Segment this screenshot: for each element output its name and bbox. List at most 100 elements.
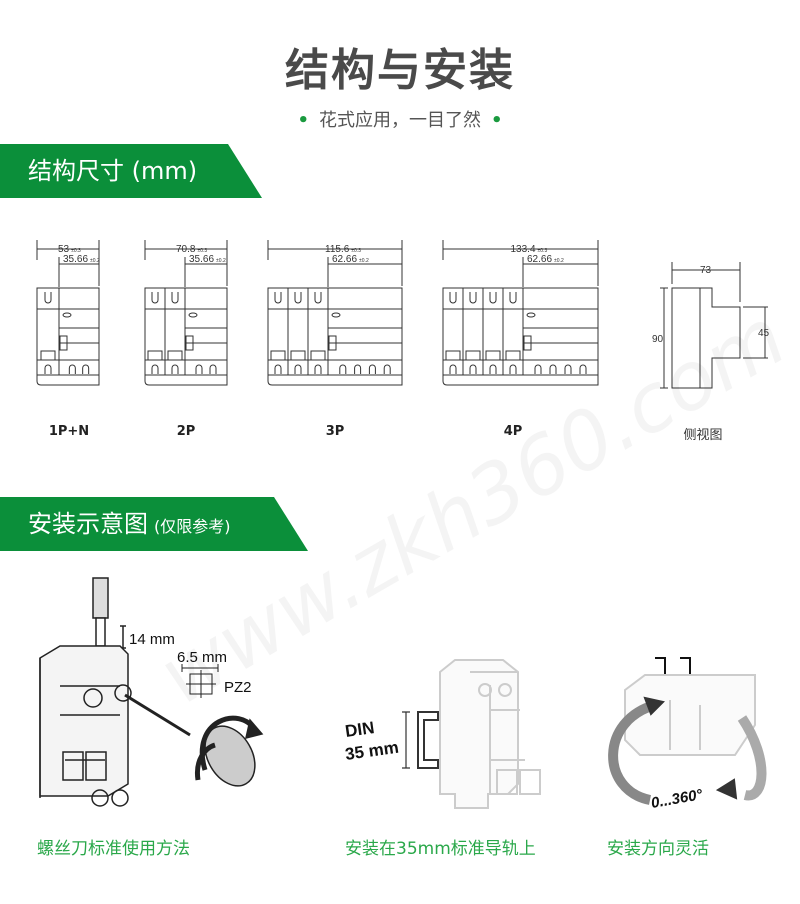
- terminal-top: [469, 292, 477, 304]
- toggle-handle: [445, 350, 461, 361]
- side-front-height-label: 45: [758, 328, 770, 339]
- side-view-outline: [660, 262, 768, 389]
- page-subtitle: •花式应用，一目了然•: [0, 106, 800, 132]
- terminal-bottom: [294, 364, 302, 374]
- banner-text: 安装示意图: [28, 510, 148, 538]
- indicator-window: [331, 312, 341, 318]
- toggle-handle: [167, 350, 183, 361]
- tolerance: ±0.2: [554, 258, 564, 264]
- indicator-window: [188, 312, 198, 318]
- terminal-bottom: [151, 364, 159, 374]
- din-rail-illustration: [402, 659, 541, 809]
- terminal-bottom: [579, 364, 587, 374]
- test-button: [59, 335, 68, 351]
- terminal-top: [44, 292, 52, 304]
- terminal-top: [274, 292, 282, 304]
- terminal-bottom: [314, 364, 322, 374]
- test-button: [523, 335, 532, 351]
- module-width-label: 35.66±0.2: [189, 254, 226, 265]
- terminal-top: [294, 292, 302, 304]
- drawing-label: 4P: [503, 424, 523, 439]
- rail-size-label: 35 mm: [344, 738, 400, 764]
- dimension-line: [144, 240, 228, 287]
- tolerance: ±0.3: [197, 248, 207, 254]
- breaker-line: [268, 288, 402, 376]
- tolerance: ±0.3: [71, 248, 81, 254]
- indicator-window: [62, 312, 72, 318]
- test-button: [328, 335, 337, 351]
- terminal-top: [509, 292, 517, 304]
- terminal-bottom: [274, 364, 282, 374]
- terminal-bottom: [44, 364, 52, 374]
- drawing-label: 2P: [176, 424, 196, 439]
- terminal-bottom: [339, 364, 347, 374]
- tolerance: ±0.2: [90, 258, 100, 264]
- bit-type-label: PZ2: [224, 679, 252, 696]
- toggle-handle: [310, 350, 326, 361]
- breaker-outline: [144, 287, 228, 386]
- terminal-bottom: [171, 364, 179, 374]
- tolerance: ±0.2: [216, 258, 226, 264]
- test-button: [185, 335, 194, 351]
- dimension-line: [442, 240, 599, 287]
- section-banner-dimensions: 结构尺寸 (mm): [0, 144, 262, 198]
- bullet-dot: •: [491, 110, 503, 131]
- terminal-bottom: [549, 364, 557, 374]
- toggle-handle: [290, 350, 306, 361]
- side-height-label: 90: [652, 334, 664, 345]
- terminal-bottom: [564, 364, 572, 374]
- toggle-handle: [485, 350, 501, 361]
- dimension-line: [267, 240, 403, 287]
- din-label: DIN: [344, 718, 376, 741]
- breaker-line: [145, 288, 227, 376]
- breaker-outline: [36, 287, 100, 386]
- module-width-label: 62.66±0.2: [332, 254, 369, 265]
- terminal-bottom: [383, 364, 391, 374]
- module-width-label: 62.66±0.2: [527, 254, 564, 265]
- breaker-outline: [442, 287, 599, 386]
- rotation-illustration: [608, 657, 767, 805]
- caption-orientation: 安装方向灵活: [607, 839, 709, 859]
- terminal-bottom: [354, 364, 362, 374]
- bullet-dot: •: [297, 110, 309, 131]
- total-width-label: 70.8±0.3: [176, 244, 207, 255]
- toggle-handle: [40, 350, 56, 361]
- side-depth-label: 73: [700, 265, 712, 276]
- strip-length-label: 14 mm: [129, 631, 175, 648]
- terminal-bottom: [368, 364, 376, 374]
- dimension-line: [36, 240, 100, 287]
- page-title: 结构与安装: [285, 45, 515, 96]
- breaker-line: [37, 288, 99, 376]
- breaker-outline: [267, 287, 403, 386]
- toggle-handle: [465, 350, 481, 361]
- module-width-label: 35.66±0.2: [63, 254, 100, 265]
- terminal-bottom: [534, 364, 542, 374]
- section-banner-installation: 安装示意图 (仅限参考): [0, 497, 308, 551]
- terminal-top: [489, 292, 497, 304]
- terminal-bottom: [68, 364, 76, 374]
- terminal-bottom: [82, 364, 90, 374]
- caption-din-rail: 安装在35mm标准导轨上: [345, 839, 536, 859]
- rotation-label: 0...360°: [650, 786, 705, 812]
- tolerance: ±0.3: [538, 248, 548, 254]
- drawing-label: 3P: [325, 424, 345, 439]
- terminal-bottom: [509, 364, 517, 374]
- drawing-label-side-view: 侧视图: [683, 428, 723, 443]
- terminal-bottom: [195, 364, 203, 374]
- terminal-top: [151, 292, 159, 304]
- screwdriver-illustration: [39, 577, 264, 807]
- terminal-top: [171, 292, 179, 304]
- terminal-bottom: [209, 364, 217, 374]
- terminal-top: [449, 292, 457, 304]
- total-width-label: 115.6±0.3: [325, 244, 361, 255]
- terminal-bottom: [469, 364, 477, 374]
- toggle-handle: [505, 350, 521, 361]
- indicator-window: [526, 312, 536, 318]
- terminal-bottom: [489, 364, 497, 374]
- banner-note: (仅限参考): [154, 517, 231, 536]
- bit-size-label: 6.5 mm: [177, 649, 227, 666]
- total-width-label: 133.4±0.3: [511, 244, 548, 255]
- drawing-label: 1P+N: [48, 424, 90, 439]
